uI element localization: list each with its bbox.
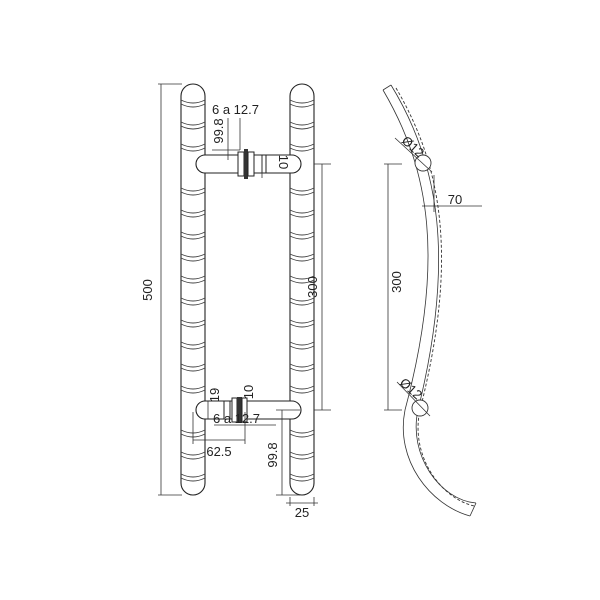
bar-band (180, 455, 206, 460)
center-front-label: 300 (305, 276, 320, 298)
bar-band (180, 99, 206, 104)
bar-band (180, 103, 206, 108)
bar-band (289, 477, 315, 482)
bar-band (180, 213, 206, 218)
bar-band (289, 235, 315, 240)
bar-band (289, 389, 315, 394)
overall-height-label: 500 (140, 279, 155, 301)
top-standoff-label: 99.8 (211, 118, 226, 143)
bar-band (180, 385, 206, 390)
bar-band (289, 323, 315, 328)
bar-band (180, 363, 206, 368)
bar-band (180, 301, 206, 306)
bar-band (180, 477, 206, 482)
bar-band (180, 147, 206, 152)
center-side-label: 300 (389, 271, 404, 293)
bar-band (289, 213, 315, 218)
bar-band (180, 231, 206, 236)
bottom-washer-label: 10 (241, 385, 256, 399)
top-annotations: 6 a 12.7 99.8 10 (211, 102, 291, 178)
bar-band (180, 125, 206, 130)
bar-band (180, 121, 206, 126)
right-bar (289, 83, 315, 496)
bar-band (289, 473, 315, 478)
bar-band (180, 279, 206, 284)
bar-band (180, 235, 206, 240)
bottom-standoff-label: 99.8 (265, 442, 280, 467)
bar-band (289, 257, 315, 262)
bar-band (289, 301, 315, 306)
bar-band (289, 367, 315, 372)
bar-band (180, 389, 206, 394)
bar-band (180, 275, 206, 280)
bar-band (289, 363, 315, 368)
bar-band (289, 99, 315, 104)
bar-band (180, 323, 206, 328)
bar-band (289, 345, 315, 350)
bar-band (180, 209, 206, 214)
bar-band (180, 451, 206, 456)
bar-band (289, 279, 315, 284)
bar-band (289, 341, 315, 346)
bar-band (180, 257, 206, 262)
top-standoff (195, 149, 302, 179)
side-view: Ø12 Ø12 300 70 (382, 84, 482, 517)
bar-band (289, 143, 315, 148)
bar-band (180, 191, 206, 196)
bar-band (180, 341, 206, 346)
bar-band (289, 275, 315, 280)
bar-band (289, 319, 315, 324)
dim-overall-height: 500 (140, 83, 182, 496)
bar-band (289, 191, 315, 196)
bottom-washer-height-label: 19 (207, 388, 222, 402)
projection-label: 62.5 (206, 444, 231, 459)
bottom-standoff (195, 397, 302, 423)
bar-band (180, 187, 206, 192)
bar-band (289, 231, 315, 236)
bar-band (289, 253, 315, 258)
top-washer-label: 10 (276, 155, 291, 169)
bar-band (289, 429, 315, 434)
bar-band (289, 455, 315, 460)
bar-band (180, 473, 206, 478)
bar-band (289, 451, 315, 456)
bottom-bolt-label: 6 a 12.7 (213, 411, 260, 426)
bar-band (180, 253, 206, 258)
bar-band (180, 367, 206, 372)
bar-band (289, 385, 315, 390)
bar-band (289, 433, 315, 438)
bar-band (289, 147, 315, 152)
left-bar (180, 83, 206, 496)
bottom-annotations: 19 10 6 a 12.7 62.5 99.8 25 (192, 385, 318, 520)
dim-center-front: 300 (305, 163, 331, 411)
bar-band (180, 319, 206, 324)
bar-band (289, 187, 315, 192)
bar-band (180, 345, 206, 350)
bar-band (289, 297, 315, 302)
diameter-label: 25 (295, 505, 309, 520)
bar-band (289, 103, 315, 108)
bar-band (289, 121, 315, 126)
side-depth-label: 70 (448, 192, 462, 207)
bar-band (289, 209, 315, 214)
bar-band (180, 297, 206, 302)
top-bolt-label: 6 a 12.7 (212, 102, 259, 117)
bar-band (180, 143, 206, 148)
bar-band (289, 125, 315, 130)
